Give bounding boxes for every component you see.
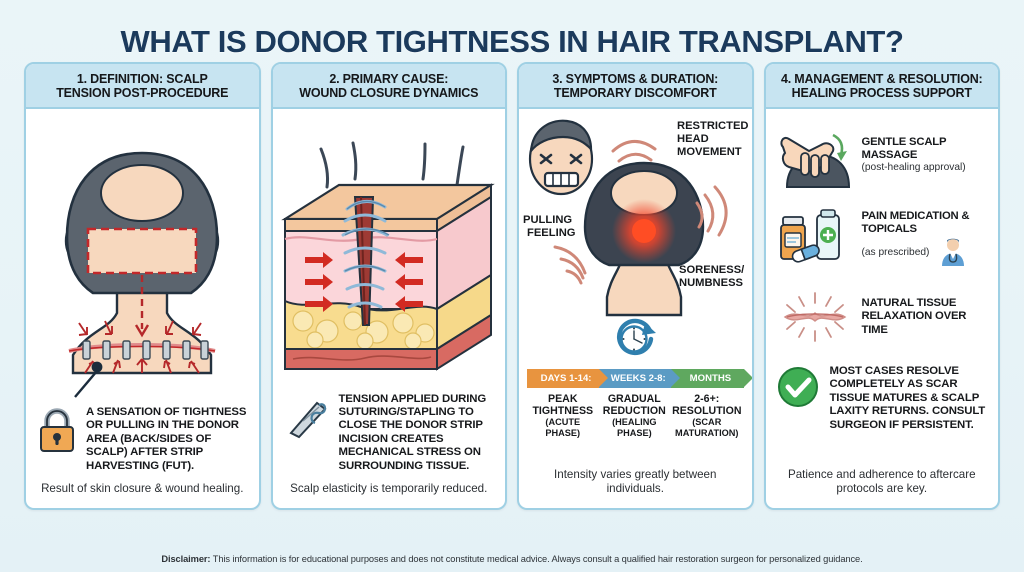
timeline-label-resolution-title: 2-6+: RESOLUTION	[672, 393, 742, 417]
management-massage-title: GENTLE SCALP MASSAGE	[861, 135, 947, 161]
panel-management-header-line1: 4. MANAGEMENT & RESOLUTION:	[780, 72, 983, 86]
timeline-chip-weeks: WEEKS 2-8:	[599, 369, 681, 388]
cause-footnote: Scalp elasticity is temporarily reduced.	[290, 482, 488, 495]
panel-definition-header-line1: 1. DEFINITION: SCALP	[76, 72, 208, 86]
page-title: WHAT IS DONOR TIGHTNESS IN HAIR TRANSPLA…	[120, 24, 904, 59]
timeline-chip-days-label: DAYS 1-14:	[540, 373, 592, 384]
panel-management: 4. MANAGEMENT & RESOLUTION: HEALING PROC…	[763, 62, 1000, 510]
timeline-label-resolution-sub: (SCAR MATURATION)	[675, 417, 739, 438]
timeline-chip-months-label: MONTHS	[689, 373, 732, 384]
head-symptoms-illustration: RESTRICTED HEAD MOVEMENT PULLING FEELING…	[523, 115, 749, 317]
symptoms-footnote: Intensity varies greatly between individ…	[554, 468, 717, 495]
timeline-label-gradual: GRADUAL REDUCTION (HEALING PHASE)	[599, 393, 671, 439]
management-item-massage: GENTLE SCALP MASSAGE (post-healing appro…	[774, 121, 991, 189]
pill-bottle-and-tube-icon	[776, 205, 854, 271]
panel-row: 1. DEFINITION: SCALP TENSION POST-PROCED…	[0, 62, 1024, 510]
panel-primary-cause-header: 2. PRIMARY CAUSE: WOUND CLOSURE DYNAMICS	[272, 64, 505, 109]
panel-symptoms-header: 3. SYMPTOMS & DURATION: TEMPORARY DISCOM…	[519, 64, 752, 109]
clock-icon-wrap	[527, 317, 744, 361]
timeline-label-gradual-title: GRADUAL REDUCTION	[602, 393, 666, 417]
healing-scar-icon	[776, 289, 854, 345]
svg-text:HEAD: HEAD	[677, 133, 709, 145]
timeline-labels: PEAK TIGHTNESS (ACUTE PHASE) GRADUAL RED…	[527, 393, 744, 439]
svg-text:PULLING: PULLING	[523, 214, 572, 226]
panel-definition-header: 1. DEFINITION: SCALP TENSION POST-PROCED…	[26, 64, 259, 109]
padlock-icon	[36, 406, 78, 454]
skin-cross-section-suture-illustration	[280, 115, 498, 391]
timeline-chip-months: MONTHS	[671, 369, 752, 388]
clock-icon	[612, 317, 658, 361]
panel-cause-header-line2: WOUND CLOSURE DYNAMICS	[299, 86, 479, 100]
svg-text:MOVEMENT: MOVEMENT	[677, 146, 742, 158]
management-footnote: Patience and adherence to aftercare prot…	[787, 468, 976, 495]
panel-primary-cause: 2. PRIMARY CAUSE: WOUND CLOSURE DYNAMICS	[270, 62, 507, 510]
panel-definition-header-line2: TENSION POST-PROCEDURE	[56, 86, 229, 100]
disclaimer-label: Disclaimer:	[161, 554, 211, 564]
timeline-label-gradual-sub: (HEALING PHASE)	[612, 417, 657, 438]
management-medication-sub: (as prescribed)	[861, 247, 930, 259]
timeline-label-resolution: 2-6+: RESOLUTION (SCAR MATURATION)	[670, 393, 743, 439]
panel-management-header: 4. MANAGEMENT & RESOLUTION: HEALING PROC…	[765, 64, 998, 109]
management-item-medication: PAIN MEDICATION & TOPICALS (as prescribe…	[774, 203, 991, 273]
panel-symptoms-header-line2: TEMPORARY DISCOMFORT	[553, 86, 717, 100]
cause-bullet-row: TENSION APPLIED DURING SUTURING/STAPLING…	[281, 391, 498, 473]
management-resolution-row: MOST CASES RESOLVE COMPLETELY AS SCAR TI…	[774, 363, 991, 432]
symptom-timeline: DAYS 1-14: WEEKS 2-8: MONTHS	[527, 369, 752, 388]
panel-cause-header-line1: 2. PRIMARY CAUSE:	[329, 72, 449, 86]
panel-definition: 1. DEFINITION: SCALP TENSION POST-PROCED…	[24, 62, 261, 510]
svg-text:FEELING: FEELING	[527, 227, 576, 239]
cause-bullet-text: TENSION APPLIED DURING SUTURING/STAPLING…	[338, 392, 487, 472]
doctor-avatar-icon	[938, 236, 968, 267]
panel-symptoms-header-line1: 3. SYMPTOMS & DURATION:	[552, 72, 719, 86]
timeline-label-peak-sub: (ACUTE PHASE)	[545, 417, 581, 438]
disclaimer-text: This information is for educational purp…	[210, 554, 863, 564]
definition-bullet-text: A SENSATION OF TIGHTNESS OR PULLING IN T…	[86, 405, 247, 472]
definition-bullet-row: A SENSATION OF TIGHTNESS OR PULLING IN T…	[34, 404, 251, 473]
management-item-relaxation: NATURAL TISSUE RELAXATION OVER TIME	[774, 287, 991, 347]
svg-text:SORENESS/: SORENESS/	[679, 264, 744, 276]
svg-text:NUMBNESS: NUMBNESS	[679, 277, 744, 289]
svg-text:RESTRICTED: RESTRICTED	[677, 120, 748, 132]
hand-massage-icon	[776, 123, 854, 188]
management-resolution-text: MOST CASES RESOLVE COMPLETELY AS SCAR TI…	[829, 365, 986, 431]
definition-footnote: Result of skin closure & wound healing.	[41, 482, 244, 495]
panel-symptoms: 3. SYMPTOMS & DURATION: TEMPORARY DISCOM…	[517, 62, 754, 510]
management-relaxation-title: NATURAL TISSUE RELAXATION OVER TIME	[861, 297, 967, 336]
timeline-chip-days: DAYS 1-14:	[527, 369, 609, 388]
panel-management-header-line2: HEALING PROCESS SUPPORT	[791, 86, 972, 100]
green-check-circle-icon	[776, 365, 820, 409]
management-massage-sub: (post-healing approval)	[861, 162, 966, 174]
management-medication-title: PAIN MEDICATION & TOPICALS	[861, 209, 970, 235]
timeline-chip-weeks-label: WEEKS 2-8:	[610, 373, 666, 384]
back-of-head-donor-area-illustration	[34, 115, 251, 404]
timeline-label-peak-title: PEAK TIGHTNESS	[532, 393, 594, 417]
disclaimer: Disclaimer: This information is for educ…	[0, 554, 1024, 564]
timeline-label-peak: PEAK TIGHTNESS (ACUTE PHASE)	[527, 393, 599, 439]
suture-needle-icon	[283, 393, 331, 439]
